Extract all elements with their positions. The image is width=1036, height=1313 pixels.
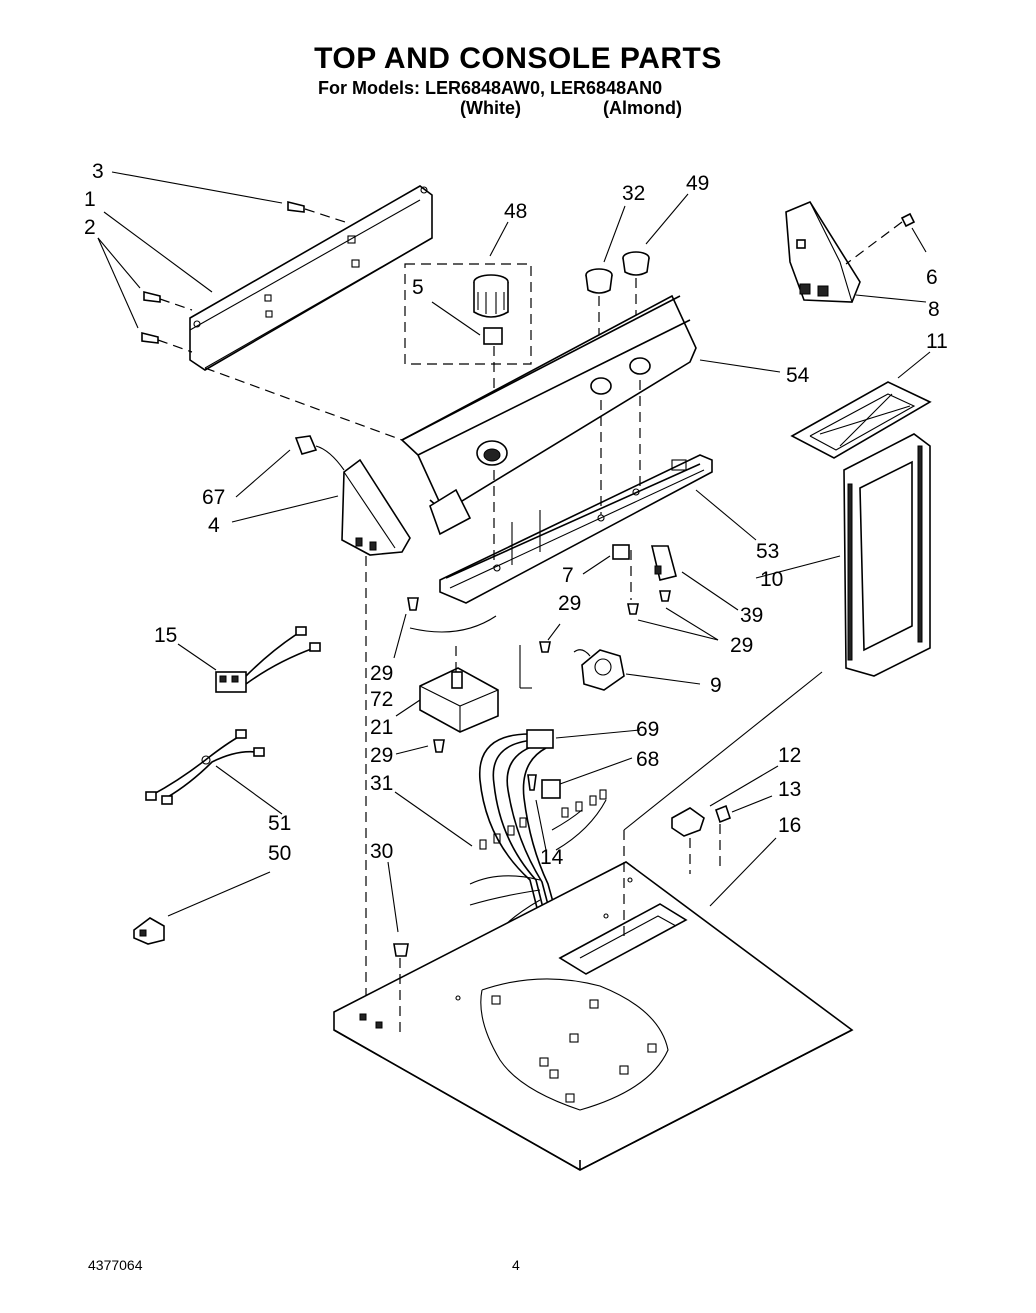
callout-53: 53: [756, 540, 779, 563]
callout-29-c: 29: [370, 662, 393, 685]
callout-69: 69: [636, 718, 659, 741]
callout-50: 50: [268, 842, 291, 865]
callout-29-d: 29: [370, 744, 393, 767]
variant-white: (White): [460, 98, 521, 118]
callout-68: 68: [636, 748, 659, 771]
lint-housing-part: [843, 433, 931, 677]
callout-labels: 3 1 2 5 48 32 49 6 8 11 54 67 4 53 7 10 …: [84, 160, 948, 869]
top-panel-part: [333, 671, 854, 1171]
callout-14: 14: [540, 846, 564, 869]
callout-54: 54: [786, 364, 810, 387]
plug-connector-part-50: [133, 917, 165, 945]
wire-harness-part-51: [145, 729, 265, 805]
document-number: 4377064: [88, 1257, 143, 1273]
callout-12: 12: [778, 744, 801, 767]
callout-21: 21: [370, 716, 393, 739]
drive-switch-part: [539, 641, 625, 691]
page-title: TOP AND CONSOLE PARTS: [314, 42, 722, 75]
screw-parts: [141, 200, 346, 353]
callout-8: 8: [928, 298, 940, 321]
callout-10: 10: [760, 568, 783, 591]
callout-4: 4: [208, 514, 220, 537]
control-rail-part: [439, 380, 713, 604]
callout-32: 32: [622, 182, 645, 205]
rear-panel-part: [189, 185, 433, 371]
callout-51: 51: [268, 812, 291, 835]
timer-knob-assembly: [404, 263, 532, 440]
variant-almond: (Almond): [603, 98, 682, 118]
console-panel-part: [204, 294, 697, 536]
callout-49: 49: [686, 172, 709, 195]
callout-39: 39: [740, 604, 763, 627]
page-number: 4: [512, 1257, 520, 1273]
callout-11: 11: [926, 330, 948, 353]
callout-29-a: 29: [558, 592, 581, 615]
timer-part: [407, 597, 499, 753]
callout-1: 1: [84, 188, 96, 211]
bracket-part-8: [785, 201, 916, 303]
callout-15: 15: [154, 624, 177, 647]
callout-29-b: 29: [730, 634, 753, 657]
callout-5: 5: [412, 276, 424, 299]
wire-connector-part-15: [215, 626, 321, 693]
latch-parts: [671, 804, 731, 874]
callout-67: 67: [202, 486, 225, 509]
lint-filter-part: [790, 381, 932, 459]
end-cap-part: [294, 435, 411, 1018]
callout-13: 13: [778, 778, 801, 801]
callout-6: 6: [926, 266, 938, 289]
switch-parts: [612, 544, 677, 615]
models-line: For Models: LER6848AW0, LER6848AN0: [318, 78, 663, 98]
callout-7: 7: [562, 564, 574, 587]
callout-9: 9: [710, 674, 722, 697]
callout-16: 16: [778, 814, 801, 837]
callout-72: 72: [370, 688, 393, 711]
callout-3: 3: [92, 160, 104, 183]
callout-2: 2: [84, 216, 96, 239]
callout-30: 30: [370, 840, 393, 863]
callout-leaders: [97, 171, 931, 933]
callout-48: 48: [504, 200, 527, 223]
callout-31: 31: [370, 772, 393, 795]
